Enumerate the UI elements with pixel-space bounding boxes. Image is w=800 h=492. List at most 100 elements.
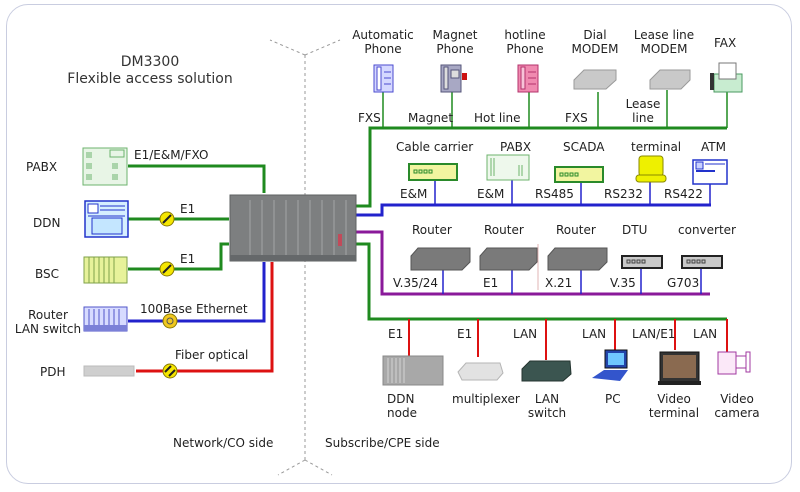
hotline-phone-icon — [517, 64, 539, 93]
name-line: Video — [657, 392, 691, 406]
name-line: Phone — [506, 42, 544, 56]
multiplexer-icon — [457, 362, 504, 381]
scada-icon — [554, 166, 604, 183]
name-line: DDN — [387, 392, 415, 406]
interface-label: FXS — [358, 111, 381, 125]
name-line: hotline — [504, 28, 546, 42]
device-label-dtu: DTU — [622, 223, 648, 237]
link-label-ddn: E1 — [180, 202, 196, 216]
ddn-node-icon — [382, 355, 444, 386]
device-label-router-switch: Router LAN switch — [14, 308, 82, 336]
diagram-frame — [6, 4, 792, 484]
interface-label: LAN/E1 — [632, 327, 676, 341]
title-product: DM3300 — [120, 54, 180, 70]
title-subtitle: Flexible access solution — [67, 71, 233, 87]
dm3300-chassis-icon — [229, 194, 357, 262]
router-icon — [410, 247, 471, 271]
pabx-small-icon — [486, 154, 530, 181]
subscriber-side-label: Subscribe/CPE side — [325, 436, 440, 450]
ethernet-connector-icon — [162, 313, 178, 329]
name-line: LAN — [534, 392, 560, 406]
network-side-label: Network/CO side — [173, 436, 274, 450]
bsc-icon — [83, 256, 128, 284]
name-line: camera — [714, 406, 760, 420]
lan-bus — [356, 242, 727, 321]
router-icon — [479, 247, 538, 271]
device-label-router: Router — [412, 223, 452, 237]
interface-label: RS485 — [535, 187, 574, 201]
name-line: MODEM — [640, 42, 688, 56]
lease-modem-icon — [649, 69, 691, 90]
router-icons — [410, 244, 608, 290]
pdh-icon — [83, 365, 135, 377]
pc-icon — [592, 349, 628, 381]
lan-drops — [408, 319, 728, 360]
name-line: node — [387, 406, 417, 420]
link-label-pabx: E1/E&M/FXO — [134, 148, 209, 162]
pabx-link — [128, 164, 266, 193]
serial-bus — [356, 203, 711, 217]
interface-label: E1 — [457, 327, 473, 341]
interface-line: line — [632, 111, 654, 125]
device-label-fax: FAX — [714, 36, 737, 50]
device-label-router: Router — [484, 223, 524, 237]
e1-connector-icon — [159, 211, 175, 227]
device-label-pabx-small: PABX — [500, 140, 532, 154]
interface-label: G703 — [667, 276, 700, 290]
e1-connector-icon — [159, 261, 175, 277]
name-line: terminal — [648, 406, 700, 420]
device-label-cable-carrier: Cable carrier — [396, 140, 474, 154]
connector-icons — [159, 211, 178, 379]
dtu-icon — [621, 255, 663, 269]
device-label-pdh: PDH — [40, 365, 66, 379]
name-line: switch — [527, 406, 567, 420]
router-switch-icon — [83, 306, 128, 332]
pabx-icon — [82, 147, 128, 186]
diagram-title: DM3300 Flexible access solution — [40, 54, 260, 88]
device-label-router: Router — [556, 223, 596, 237]
interface-line: Lease — [625, 97, 661, 111]
link-label-bsc: E1 — [180, 252, 196, 266]
automatic-phone-icon — [373, 64, 394, 93]
device-label-atm: ATM — [701, 140, 726, 154]
interface-label: V.35/24 — [393, 276, 439, 290]
device-label-terminal: terminal — [631, 140, 682, 154]
device-label-pc: PC — [605, 392, 621, 406]
interface-label: LAN — [582, 327, 607, 341]
device-label-lan-switch: LAN switch — [14, 322, 82, 336]
magnet-phone-icon — [440, 64, 467, 93]
device-label-multiplexer: multiplexer — [452, 392, 520, 406]
device-label-bsc: BSC — [35, 267, 60, 281]
data-drops — [442, 268, 702, 294]
fiber-link — [136, 262, 274, 373]
interface-label: LAN — [693, 327, 718, 341]
serial-drops — [434, 180, 711, 205]
interface-label: LAN — [513, 327, 538, 341]
name-line: Phone — [364, 42, 402, 56]
atm-icon — [692, 159, 728, 185]
data-bus — [356, 230, 710, 296]
interface-label: V.35 — [610, 276, 636, 290]
cable-carrier-icon — [408, 163, 458, 181]
name-line: Magnet — [432, 28, 478, 42]
interface-label: RS422 — [664, 187, 703, 201]
lan-switch-icon — [521, 360, 572, 382]
dial-modem-icon — [573, 69, 617, 90]
device-label-scada: SCADA — [563, 140, 605, 154]
fiber-connector-icon — [162, 363, 178, 379]
bsc-link — [128, 242, 229, 271]
interface-label: FXS — [565, 111, 588, 125]
name-line: Automatic — [352, 28, 414, 42]
device-label-router: Router — [28, 308, 68, 322]
subscriber-buses — [356, 126, 727, 321]
name-line: Video — [720, 392, 754, 406]
name-line: MODEM — [571, 42, 619, 56]
